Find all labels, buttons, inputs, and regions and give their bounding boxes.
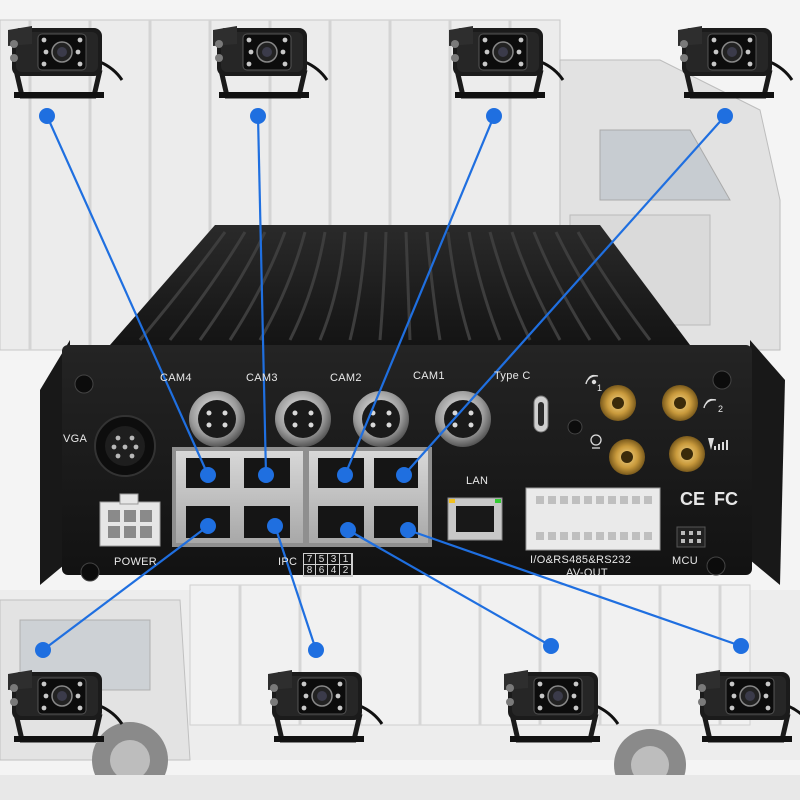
dot [733, 638, 749, 654]
dot [250, 108, 266, 124]
camera-icon [678, 26, 794, 99]
dot [200, 467, 216, 483]
screw [706, 556, 726, 576]
line-top-4 [403, 115, 726, 476]
camera-icon [213, 26, 329, 99]
dot [340, 522, 356, 538]
signal-icon [708, 438, 728, 450]
antenna-1-label: 1 [597, 383, 603, 393]
dot [267, 518, 283, 534]
mdvr-device [40, 225, 785, 585]
ipc-number: 3 [328, 554, 340, 565]
fcc-mark: FC [714, 489, 738, 509]
cam4-connector [189, 391, 245, 447]
camera-icon [696, 670, 800, 743]
type-c-label: Type C [494, 370, 531, 382]
cam3-connector [275, 391, 331, 447]
dot [717, 108, 733, 124]
ipc-number: 6 [316, 565, 328, 576]
vga-port [94, 415, 156, 477]
io-connector [525, 487, 661, 551]
lan-label: LAN [466, 475, 489, 487]
dot [308, 642, 324, 658]
mcu-label: MCU [672, 555, 698, 567]
cam2-connector [353, 391, 409, 447]
camera-icon [504, 670, 620, 743]
av-out-label: AV-OUT [566, 567, 608, 579]
line-top-1 [45, 115, 210, 476]
dot [486, 108, 502, 124]
ipc-number: 1 [340, 554, 352, 565]
camera-icon [268, 670, 384, 743]
dot [258, 467, 274, 483]
connection-dots [35, 108, 749, 658]
antenna-2-label: 2 [718, 404, 724, 414]
dot [400, 522, 416, 538]
line-top-3 [343, 115, 496, 476]
gps-icon [590, 434, 602, 449]
wifi-icon [585, 374, 717, 409]
cam1-connector [435, 391, 491, 447]
line-bottom-1 [42, 525, 209, 651]
ipc-number: 2 [340, 565, 352, 576]
dot [543, 638, 559, 654]
dot [35, 642, 51, 658]
dot [39, 108, 55, 124]
camera-icon [8, 670, 124, 743]
cam3-label: CAM3 [246, 372, 278, 384]
ipc-label: IPC [278, 556, 298, 568]
connection-lines [42, 115, 742, 651]
screw [74, 374, 94, 394]
dot [396, 467, 412, 483]
ipc-number: 4 [328, 565, 340, 576]
dot [200, 518, 216, 534]
cameras [8, 26, 800, 743]
ipc-port-number-grid: 7 5 3 1 8 6 4 2 [303, 553, 353, 577]
ipc-number: 8 [304, 565, 316, 576]
cam1-label: CAM1 [413, 370, 445, 382]
lan-port [447, 497, 503, 541]
camera-icon [8, 26, 124, 99]
screw [712, 370, 732, 390]
power-connector [99, 493, 161, 547]
camera-icon [449, 26, 565, 99]
power-label: POWER [114, 556, 158, 568]
ipc-number: 7 [304, 554, 316, 565]
dot [337, 467, 353, 483]
screw [80, 562, 100, 582]
mcu-header [676, 526, 706, 548]
line-bottom-2 [273, 525, 318, 651]
line-bottom-4 [407, 528, 742, 648]
vga-label: VGA [63, 433, 88, 445]
antenna-connectors [600, 385, 705, 475]
line-top-2 [256, 115, 268, 476]
io-label: I/O&RS485&RS232 [530, 554, 632, 566]
line-bottom-3 [347, 529, 552, 647]
cam2-label: CAM2 [330, 372, 362, 384]
ipc-number: 5 [316, 554, 328, 565]
screw [567, 419, 583, 435]
ce-mark: CE [680, 489, 706, 509]
cam4-label: CAM4 [160, 372, 192, 384]
